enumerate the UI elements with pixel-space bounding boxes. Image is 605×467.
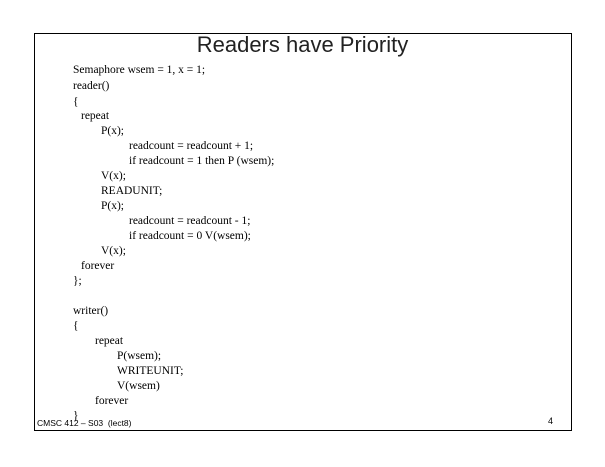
code-line: } <box>73 410 79 422</box>
slide-title: Readers have Priority <box>196 32 409 57</box>
code-line: V(wsem) <box>117 380 160 392</box>
code-line: V(x); <box>101 245 126 257</box>
code-line: readcount = readcount - 1; <box>129 215 251 227</box>
code-line: P(x); <box>101 125 124 137</box>
code-line: P(x); <box>101 200 124 212</box>
code-line: }; <box>73 275 82 287</box>
code-line: reader() <box>73 80 110 92</box>
code-line: writer() <box>73 305 109 317</box>
code-line: forever <box>95 395 129 407</box>
code-line: P(wsem); <box>117 350 162 362</box>
code-line: repeat <box>81 110 110 122</box>
code-line: readcount = readcount + 1; <box>129 140 254 152</box>
code-line: repeat <box>95 335 124 347</box>
footer-course-label: CMSC 412 – S03 (lect8) <box>37 418 132 428</box>
code-line: WRITEUNIT; <box>117 365 184 377</box>
code-line: forever <box>81 260 115 272</box>
code-line: if readcount = 1 then P (wsem); <box>129 155 275 167</box>
code-line: Semaphore wsem = 1, x = 1; <box>73 64 206 76</box>
code-line: READUNIT; <box>101 185 163 197</box>
code-line: if readcount = 0 V(wsem); <box>129 230 251 242</box>
code-line: { <box>73 320 79 332</box>
code-line: V(x); <box>101 170 126 182</box>
slide-frame <box>34 33 572 431</box>
code-line: { <box>73 96 79 108</box>
page-number: 4 <box>548 416 554 426</box>
